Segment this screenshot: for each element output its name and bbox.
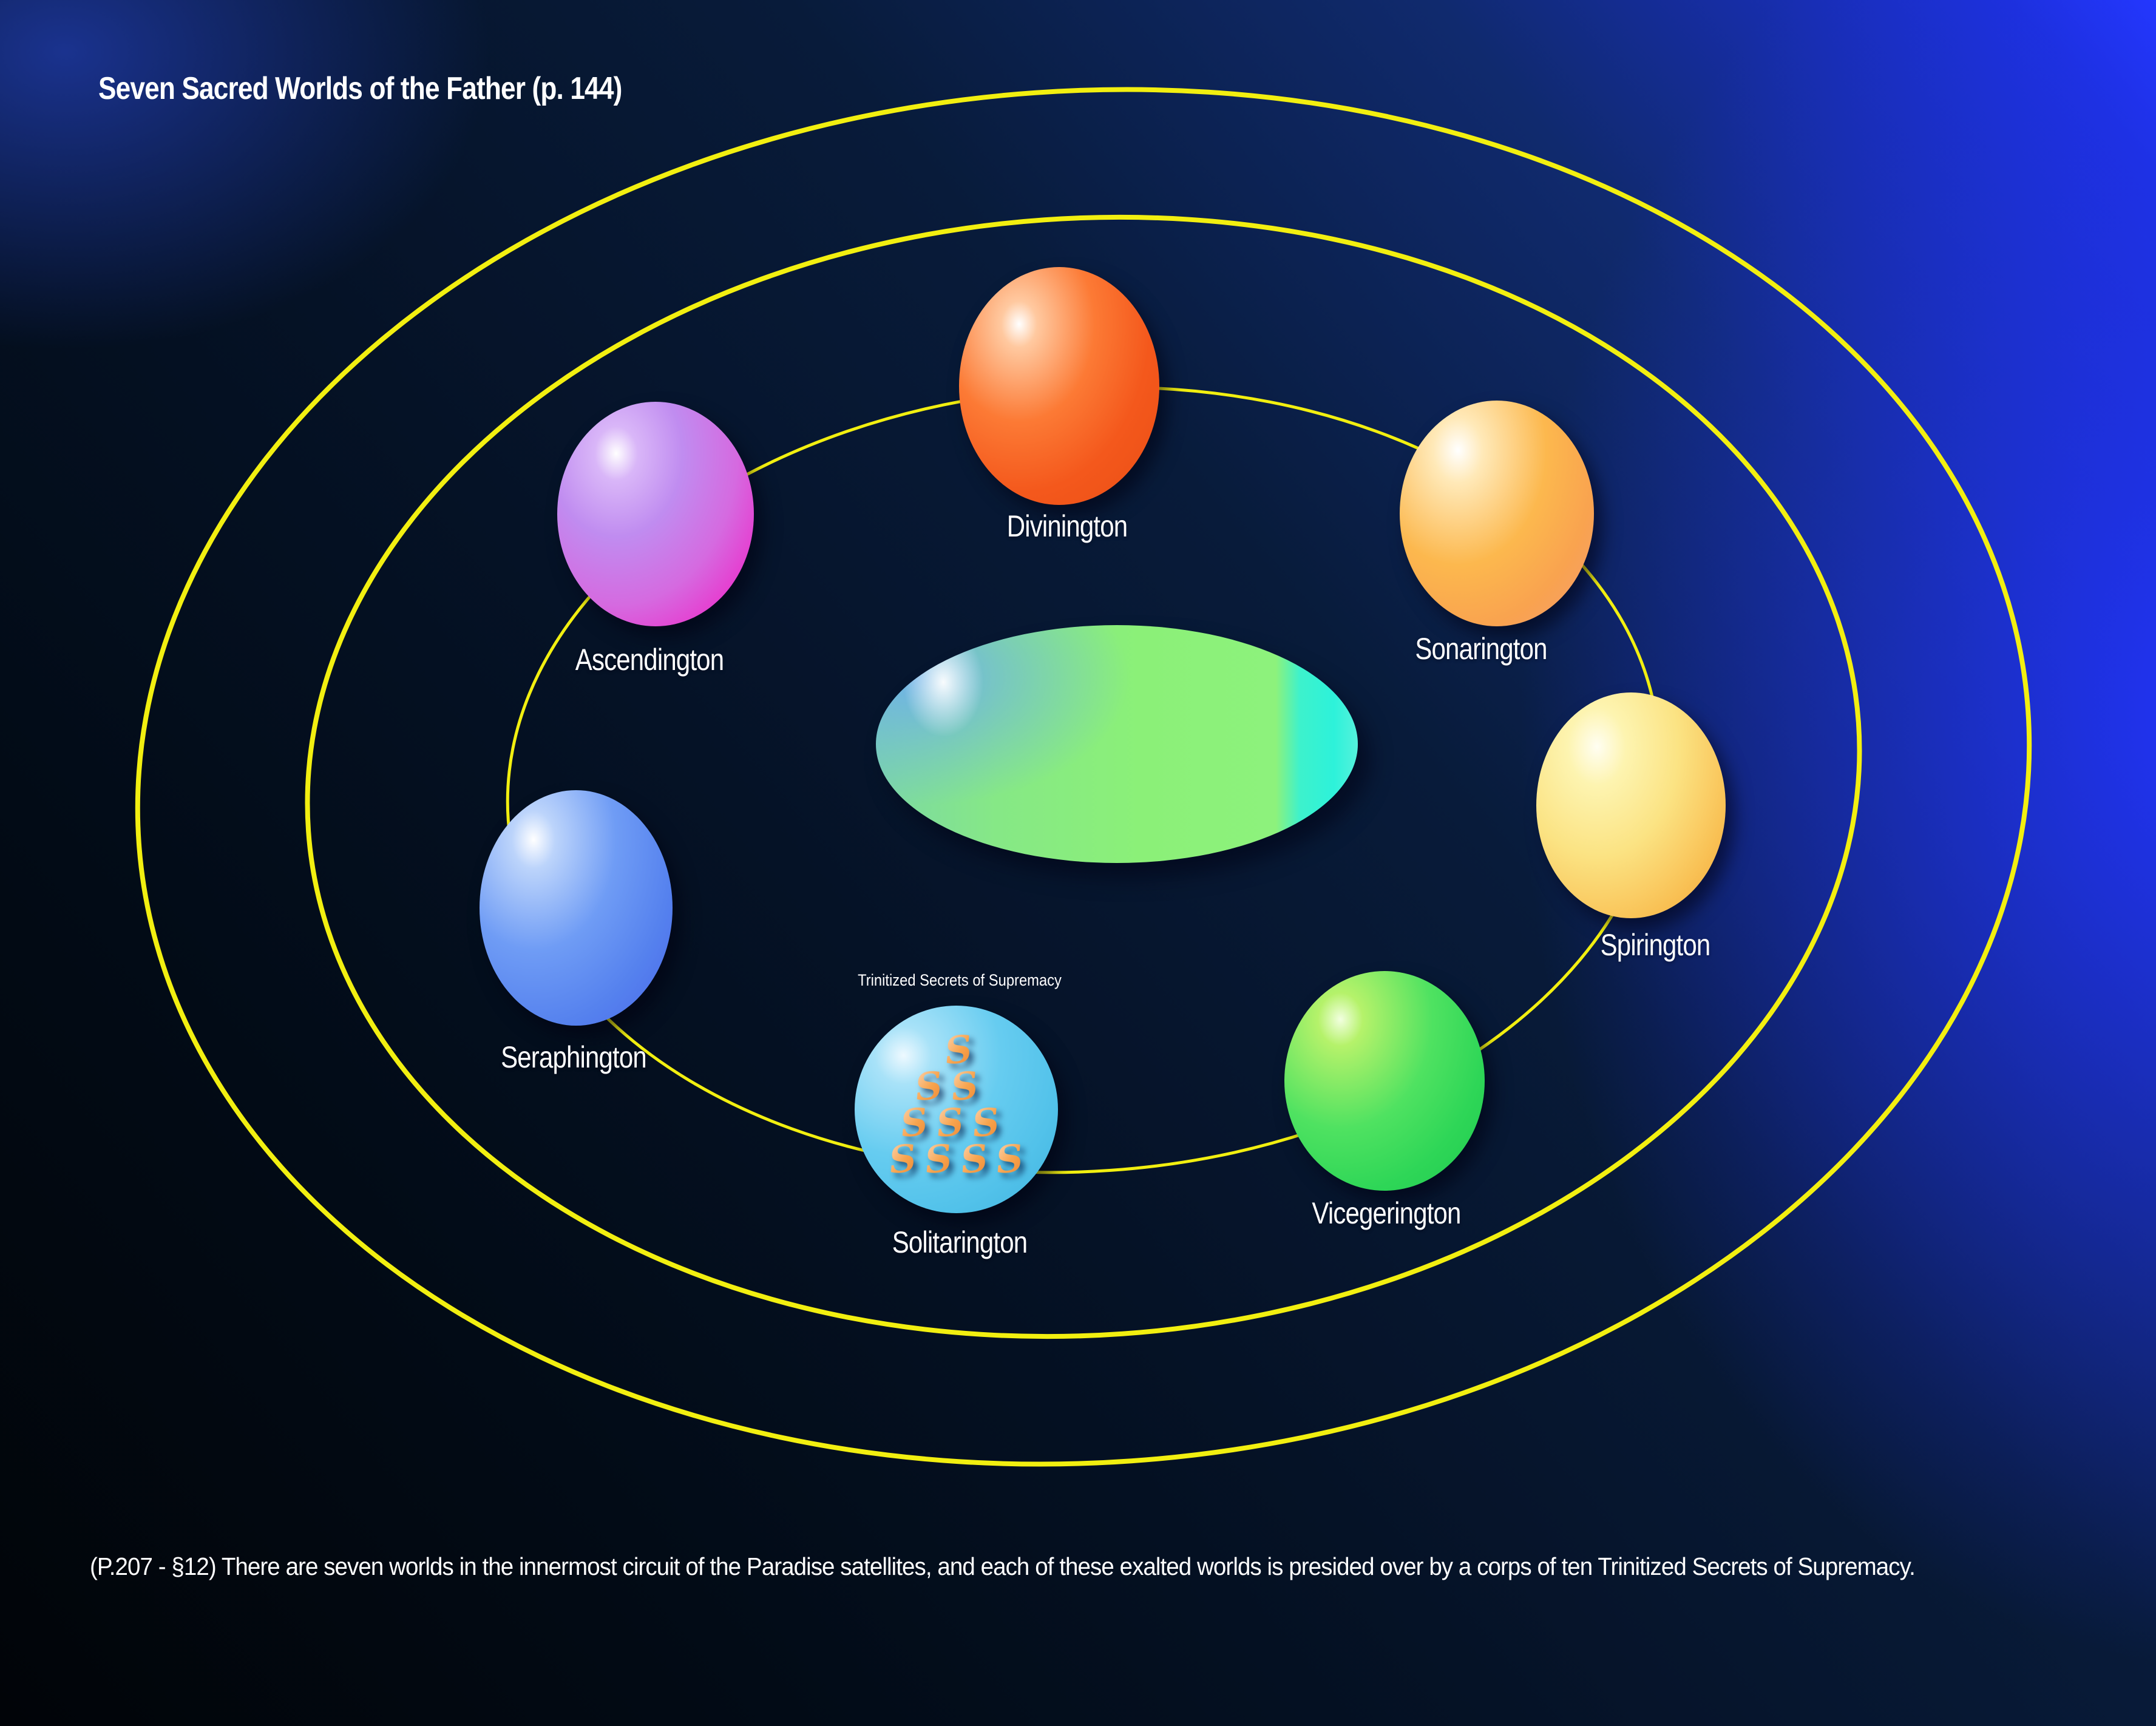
world-label-seraphington: Seraphington [501, 1040, 647, 1074]
supremacy-s-glyph: S [922, 1135, 954, 1183]
world-divinington [959, 267, 1159, 505]
s-glyph-row: S S S S [855, 1135, 1058, 1183]
world-seraphington [480, 790, 673, 1026]
world-solitarington [855, 1006, 1058, 1213]
paradise-ellipse [876, 625, 1358, 863]
page-title: Seven Sacred Worlds of the Father (p. 14… [98, 71, 622, 106]
world-vicegerington [1284, 971, 1485, 1191]
source-caption: (P.207 - §12) There are seven worlds in … [90, 1552, 1916, 1580]
s-glyph-row: S S S [849, 1099, 1052, 1146]
world-label-ascendington: Ascendington [575, 643, 724, 677]
supremacy-s-glyph: S [994, 1135, 1026, 1183]
supremacy-s-glyph: S [958, 1135, 990, 1183]
world-label-spirington: Spirington [1600, 928, 1711, 962]
world-sonarington [1400, 401, 1594, 626]
supremacy-glyph-pyramid: S S S S S S S S S S [855, 1026, 1058, 1183]
world-label-vicegerington: Vicegerington [1312, 1196, 1461, 1230]
world-label-sonarington: Sonarington [1415, 632, 1547, 666]
outer-orbit-ring [135, 87, 2032, 1467]
world-label-divinington: Divinington [1006, 509, 1128, 543]
world-label-solitarington: Solitarington [892, 1225, 1028, 1259]
middle-orbit-ring [305, 214, 1862, 1339]
trinitized-secrets-annotation: Trinitized Secrets of Supremacy [858, 971, 1062, 989]
world-spirington [1536, 692, 1726, 918]
world-ascendington [557, 402, 754, 626]
supremacy-s-glyph: S [886, 1135, 919, 1183]
